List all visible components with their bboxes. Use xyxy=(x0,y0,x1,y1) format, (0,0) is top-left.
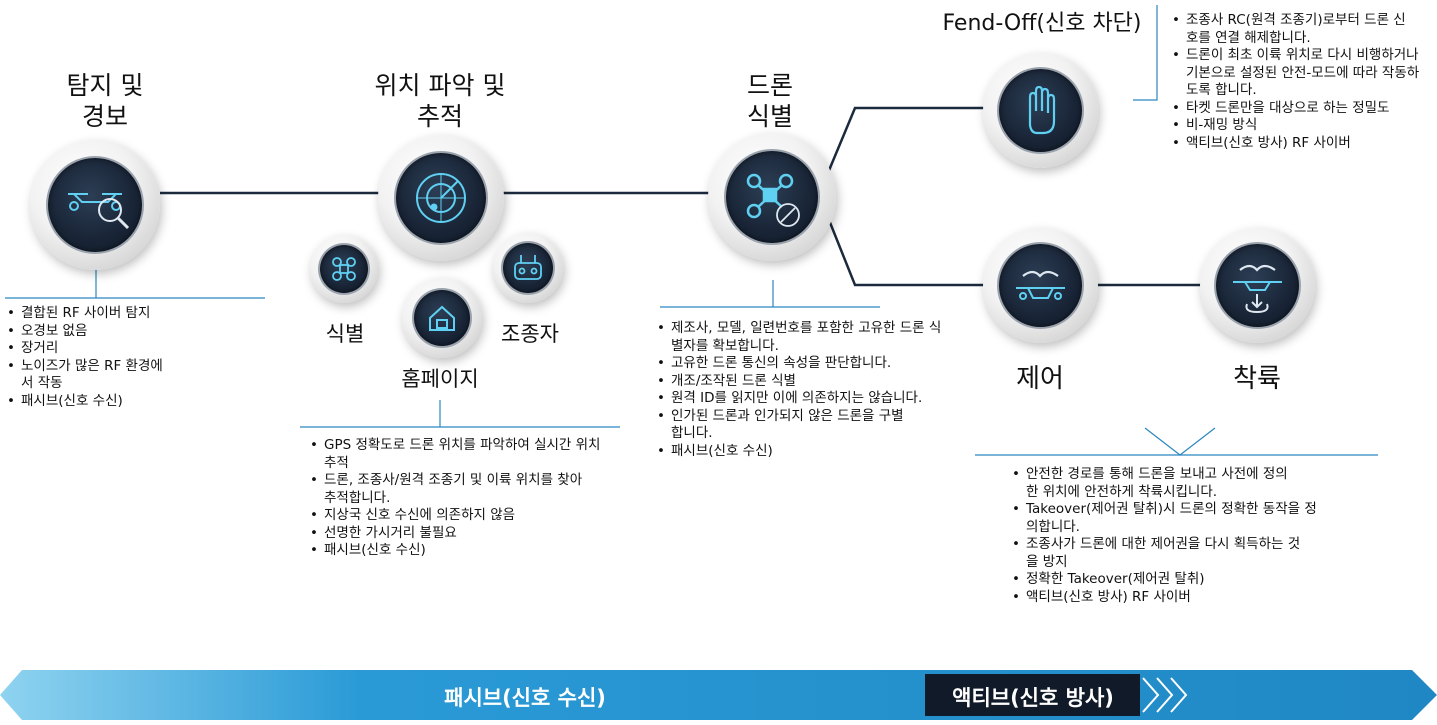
identify-sub-label: 식별 xyxy=(325,322,365,346)
bullet: 오경보 없음 xyxy=(5,323,225,341)
bullet: 패시브(신호 수신) xyxy=(655,443,955,461)
control-node-inner xyxy=(999,244,1082,327)
fendoff-title: Fend-Off(신호 차단) xyxy=(942,11,1142,36)
connector-identify-control xyxy=(823,209,985,287)
drone-target-icon xyxy=(746,173,800,227)
locate-bullets: GPS 정확도로 드론 위치를 파악하여 실시간 위치 추적 드론, 조종사/원… xyxy=(308,437,628,560)
bullet: 패시브(신호 수신) xyxy=(308,542,628,560)
bullet: 고유한 드론 통신의 속성을 판단합니다. xyxy=(655,355,901,373)
bullet: 원격 ID를 읽지만 이에 의존하지는 않습니다. xyxy=(655,390,951,408)
bullet: 드론, 조종사/원격 조종기 및 이륙 위치를 찾아 추적합니다. xyxy=(308,472,584,507)
landing-label: 착륙 xyxy=(1233,364,1281,394)
bullet: 안전한 경로를 통해 드론을 보내고 사전에 정의한 위치에 안전하게 착륙시킵… xyxy=(1010,466,1296,501)
hand-stop-icon xyxy=(1028,85,1056,135)
landing-node-inner xyxy=(1216,244,1299,327)
bullet: 조종사 RC(원격 조종기)로부터 드론 신호를 연결 해제합니다. xyxy=(1170,12,1416,47)
bullet: GPS 정확도로 드론 위치를 파악하여 실시간 위치 추적 xyxy=(308,437,609,472)
radar-icon xyxy=(416,173,466,223)
locate-title-line2: 추적 xyxy=(416,102,463,131)
bullet: 액티브(신호 방사) RF 사이버 xyxy=(1170,135,1432,153)
drone-icon xyxy=(332,257,356,281)
bullet: 선명한 가시거리 불필요 xyxy=(308,525,628,543)
locate-title-line1: 위치 파악 및 xyxy=(374,71,506,100)
connector-identify-fendoff xyxy=(823,106,985,181)
landing-node[interactable] xyxy=(1200,228,1315,343)
drone-landing-icon xyxy=(1233,264,1282,314)
bullet: 정확한 Takeover(제어권 탈취) xyxy=(1010,571,1350,589)
bullet: 비-재밍 방식 xyxy=(1170,117,1432,135)
bullet: 타켓 드론만을 대상으로 하는 정밀도 xyxy=(1170,100,1426,118)
home-sub-node-inner xyxy=(414,290,470,346)
detect-node-inner xyxy=(48,158,142,252)
fendoff-node-inner xyxy=(999,69,1082,152)
control-node[interactable] xyxy=(983,228,1098,343)
active-bar-label: 액티브(신호 방사) xyxy=(952,686,1114,710)
detect-title: 탐지 및 경보 xyxy=(30,70,180,132)
drone-search-icon xyxy=(68,193,130,230)
home-sub-node[interactable] xyxy=(402,278,482,358)
home-sub-label: 홈페이지 xyxy=(401,367,479,391)
identify-node[interactable] xyxy=(708,133,836,261)
bullet: 장거리 xyxy=(5,340,225,358)
bullet: 개조/조작된 드론 식별 xyxy=(655,373,955,391)
pilot-sub-node[interactable] xyxy=(493,233,563,303)
bullet: 지상국 신호 수신에 의존하지 않음 xyxy=(308,507,628,525)
identify-sub-node-inner xyxy=(320,245,368,293)
pilot-sub-node-inner xyxy=(503,243,553,293)
chevron-right-icon xyxy=(1170,677,1188,713)
pointer-fendoff-bracket xyxy=(1133,5,1158,101)
detect-node[interactable] xyxy=(30,140,160,270)
locate-node[interactable] xyxy=(378,135,504,261)
identify-title: 드론 식별 xyxy=(720,70,820,132)
bullet: 결합된 RF 사이버 탐지 xyxy=(5,305,225,323)
bullet: 패시브(신호 수신) xyxy=(5,393,225,411)
home-icon xyxy=(429,305,455,331)
bullet: Takeover(제어권 탈취)시 드론의 정확한 동작을 정의합니다. xyxy=(1010,501,1326,536)
detect-title-line2: 경보 xyxy=(81,102,128,131)
passive-bar-shape xyxy=(0,670,1437,720)
chevron-right-icon xyxy=(1142,677,1160,713)
active-label-bg xyxy=(925,674,1140,716)
detect-title-line1: 탐지 및 xyxy=(66,71,144,100)
bullet: 제조사, 모델, 일련번호를 포함한 고유한 드론 식별자를 확보합니다. xyxy=(655,320,951,355)
bullet: 노이즈가 많은 RF 환경에서 작동 xyxy=(5,358,171,393)
fendoff-node[interactable] xyxy=(983,53,1098,168)
drone-control-icon xyxy=(1016,270,1065,300)
pointer-landing-chevron xyxy=(1144,427,1216,456)
control-label: 제어 xyxy=(1016,364,1064,394)
identify-title-line1: 드론 xyxy=(746,71,793,100)
identify-bullets: 제조사, 모델, 일련번호를 포함한 고유한 드론 식별자를 확보합니다. 고유… xyxy=(655,320,955,460)
bullet: 인가된 드론과 인가되지 않은 드론을 구별합니다. xyxy=(655,408,911,443)
identify-title-line2: 식별 xyxy=(746,102,793,131)
bullet: 액티브(신호 방사) RF 사이버 xyxy=(1010,589,1350,607)
bullet: 드론이 최초 이륙 위치로 다시 비행하거나 기본으로 설정된 안전-모드에 따… xyxy=(1170,47,1426,100)
landing-bullets: 안전한 경로를 통해 드론을 보내고 사전에 정의한 위치에 안전하게 착륙시킵… xyxy=(1010,466,1350,606)
remote-controller-icon xyxy=(514,255,542,280)
signal-mode-bar xyxy=(0,670,1437,720)
pilot-sub-label: 조종자 xyxy=(501,322,559,346)
chevron-right-icon xyxy=(1156,677,1174,713)
bullet: 조종사가 드론에 대한 제어권을 다시 획득하는 것을 방지 xyxy=(1010,536,1306,571)
identify-sub-node[interactable] xyxy=(310,235,378,303)
detect-bullets: 결합된 RF 사이버 탐지 오경보 없음 장거리 노이즈가 많은 RF 환경에서… xyxy=(5,305,225,410)
locate-title: 위치 파악 및 추적 xyxy=(345,70,535,132)
fendoff-bullets: 조종사 RC(원격 조종기)로부터 드론 신호를 연결 해제합니다. 드론이 최… xyxy=(1170,12,1432,152)
passive-bar-label: 패시브(신호 수신) xyxy=(444,686,606,710)
